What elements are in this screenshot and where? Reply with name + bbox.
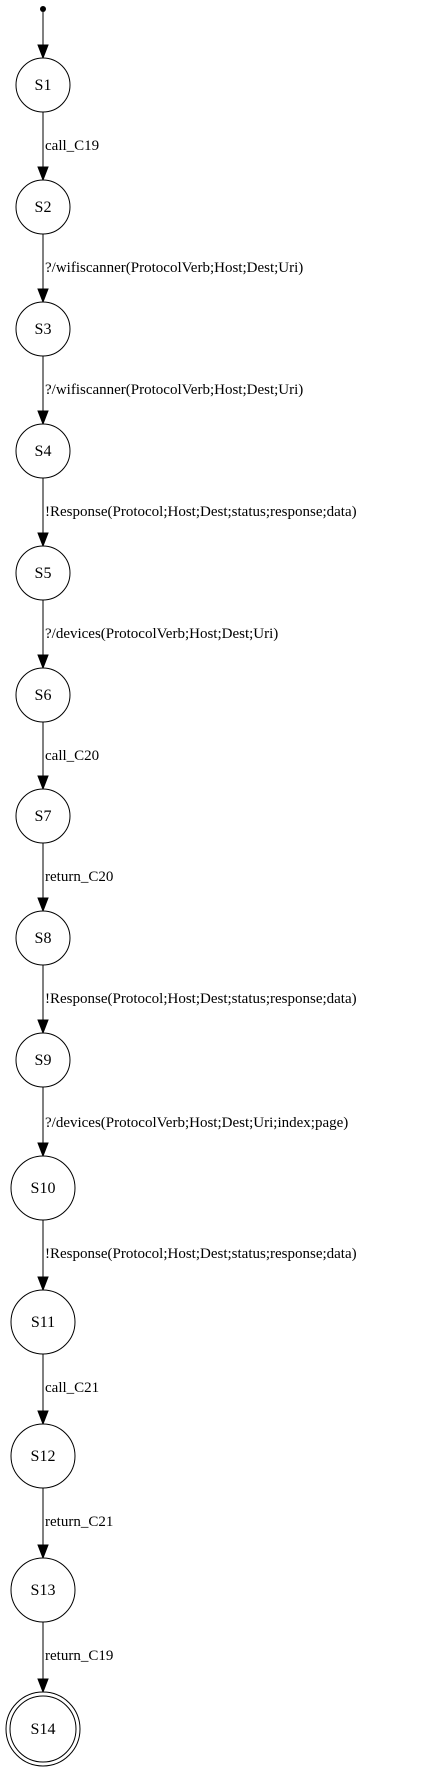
state-s3: S3 <box>15 301 71 357</box>
transition-arrow <box>37 1019 49 1035</box>
transition-arrow <box>37 166 49 182</box>
state-s5: S5 <box>15 545 71 601</box>
state-label: S13 <box>31 1582 56 1599</box>
state-circle <box>10 1289 76 1355</box>
state-circle <box>15 910 71 966</box>
state-circle <box>15 179 71 235</box>
state-label: S8 <box>35 930 52 947</box>
transition-label: ?/devices(ProtocolVerb;Host;Dest;Uri) <box>45 626 278 642</box>
transition-arrow <box>37 1678 49 1694</box>
transition-arrow <box>37 897 49 913</box>
state-s7: S7 <box>15 788 71 844</box>
transition-label: ?/wifiscanner(ProtocolVerb;Host;Dest;Uri… <box>45 260 303 276</box>
state-s12: S12 <box>10 1423 76 1489</box>
transition-arrow <box>37 410 49 426</box>
state-label: S11 <box>31 1314 55 1331</box>
transition-label: return_C20 <box>45 869 113 885</box>
state-label: S14 <box>31 1721 56 1738</box>
transition-arrow <box>37 654 49 670</box>
state-s10: S10 <box>10 1155 76 1221</box>
transition-label: call_C20 <box>45 748 99 764</box>
transition-label: return_C21 <box>45 1514 113 1530</box>
state-s14: S14 <box>5 1691 81 1767</box>
transition-label: return_C19 <box>45 1648 113 1664</box>
state-label: S3 <box>35 321 52 338</box>
state-label: S12 <box>31 1448 56 1465</box>
state-label: S10 <box>31 1180 56 1197</box>
state-circle <box>15 57 71 113</box>
transition-label: call_C21 <box>45 1380 99 1396</box>
state-circle <box>10 1155 76 1221</box>
state-label: S9 <box>35 1052 52 1069</box>
state-s6: S6 <box>15 667 71 723</box>
transition-arrow <box>37 775 49 791</box>
state-circle <box>10 1557 76 1623</box>
state-s4: S4 <box>15 423 71 479</box>
transition-arrow <box>37 1276 49 1292</box>
state-label: S2 <box>35 199 52 216</box>
state-label: S1 <box>35 77 52 94</box>
transition-label: ?/devices(ProtocolVerb;Host;Dest;Uri;ind… <box>45 1115 348 1131</box>
state-circle <box>15 788 71 844</box>
state-s2: S2 <box>15 179 71 235</box>
state-label: S4 <box>35 443 52 460</box>
state-circle <box>10 1423 76 1489</box>
state-s9: S9 <box>15 1032 71 1088</box>
state-s8: S8 <box>15 910 71 966</box>
transition-label: !Response(Protocol;Host;Dest;status;resp… <box>45 504 357 520</box>
state-circle <box>15 1032 71 1088</box>
initial-state-dot <box>40 6 46 12</box>
transition-arrow <box>37 532 49 548</box>
state-s13: S13 <box>10 1557 76 1623</box>
transition-label: !Response(Protocol;Host;Dest;status;resp… <box>45 1246 357 1262</box>
transition-arrow <box>37 1544 49 1560</box>
state-circle <box>15 667 71 723</box>
transition-arrow <box>37 1142 49 1158</box>
transition-label: ?/wifiscanner(ProtocolVerb;Host;Dest;Uri… <box>45 382 303 398</box>
initial-transition-arrow <box>37 44 49 60</box>
transition-label: !Response(Protocol;Host;Dest;status;resp… <box>45 991 357 1007</box>
state-label: S7 <box>35 808 52 825</box>
state-circle <box>15 301 71 357</box>
transitions: call_C19 ?/wifiscanner(ProtocolVerb;Host;… <box>37 12 357 1694</box>
state-circle <box>15 545 71 601</box>
state-s11: S11 <box>10 1289 76 1355</box>
state-s1: S1 <box>15 57 71 113</box>
transition-arrow <box>37 288 49 304</box>
state-label: S6 <box>35 687 52 704</box>
state-label: S5 <box>35 565 52 582</box>
state-circle <box>15 423 71 479</box>
transition-label: call_C19 <box>45 138 99 154</box>
transition-arrow <box>37 1410 49 1426</box>
state-circle <box>9 1695 77 1763</box>
